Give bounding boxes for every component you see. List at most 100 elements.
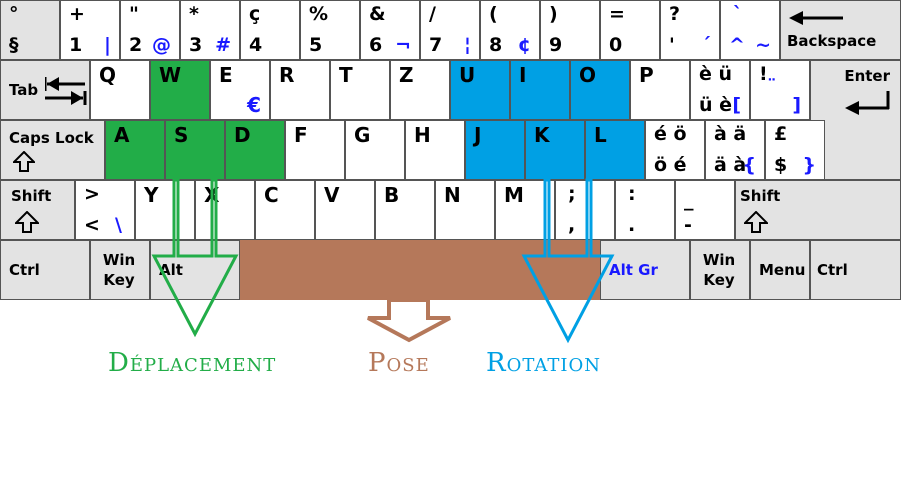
key-symbol-top: * — [189, 3, 199, 25]
key-tab[interactable]: Tab — [0, 60, 90, 120]
key-angle-brackets[interactable]: > < \ — [75, 180, 135, 240]
key-g[interactable]: G — [345, 120, 405, 180]
key-exclamation[interactable]: ! ¨ ] — [750, 60, 810, 120]
key-m[interactable]: M — [495, 180, 555, 240]
backspace-arrow-icon — [789, 11, 843, 25]
ctrl-left-label: Ctrl — [9, 261, 40, 279]
key-i[interactable]: I — [510, 60, 570, 120]
key-enter[interactable]: Enter — [810, 60, 901, 180]
key-symbol-altgr: ´ — [701, 34, 712, 56]
key-x[interactable]: X — [195, 180, 255, 240]
key-letter: W — [159, 63, 182, 87]
key-r[interactable]: R — [270, 60, 330, 120]
key-apostrophe[interactable]: ? ' ´ — [660, 0, 720, 60]
key-semicolon[interactable]: ; , — [555, 180, 615, 240]
tab-label: Tab — [9, 81, 39, 99]
enter-arrow-icon — [845, 91, 890, 115]
key-a-grave[interactable]: à ä ä à { — [705, 120, 765, 180]
key-symbol-bottom: 7 — [429, 34, 443, 56]
key-shift-left[interactable]: Shift — [0, 180, 75, 240]
key-win-right[interactable]: Win Key — [690, 240, 750, 300]
key-symbol-altgr: # — [215, 34, 231, 56]
key-s[interactable]: S — [165, 120, 225, 180]
key-menu[interactable]: Menu — [750, 240, 810, 300]
key-backspace[interactable]: Backspace — [780, 0, 901, 60]
key-u[interactable]: U — [450, 60, 510, 120]
key-p[interactable]: P — [630, 60, 690, 120]
key-d[interactable]: D — [225, 120, 285, 180]
key-letter: S — [174, 123, 189, 147]
key-c[interactable]: C — [255, 180, 315, 240]
key-q[interactable]: Q — [90, 60, 150, 120]
key-t[interactable]: T — [330, 60, 390, 120]
key-ctrl-left[interactable]: Ctrl — [0, 240, 90, 300]
key-3[interactable]: * 3 # — [180, 0, 240, 60]
ctrl-right-label: Ctrl — [817, 261, 848, 279]
key-alt[interactable]: Alt — [150, 240, 240, 300]
key-5[interactable]: % 5 — [300, 0, 360, 60]
key-letter: A — [114, 123, 130, 147]
key-section[interactable]: ° § — [0, 0, 60, 60]
alt-gr-label: Alt Gr — [609, 261, 658, 279]
key-1[interactable]: + 1 | — [60, 0, 120, 60]
key-l[interactable]: L — [585, 120, 645, 180]
key-colon[interactable]: : . — [615, 180, 675, 240]
key-letter: R — [279, 63, 295, 87]
key-ctrl-right[interactable]: Ctrl — [810, 240, 901, 300]
key-symbol-altgr: ¢ — [517, 34, 531, 56]
key-win-left[interactable]: Win Key — [90, 240, 150, 300]
key-caps-lock[interactable]: Caps Lock — [0, 120, 105, 180]
key-caret[interactable]: ` ^ ~ — [720, 0, 780, 60]
key-9[interactable]: ) 9 — [540, 0, 600, 60]
key-y[interactable]: Y — [135, 180, 195, 240]
key-v[interactable]: V — [315, 180, 375, 240]
key-o[interactable]: O — [570, 60, 630, 120]
key-2[interactable]: " 2 @ — [120, 0, 180, 60]
key-alt-gr[interactable]: Alt Gr — [600, 240, 690, 300]
key-pound[interactable]: £ $ } — [765, 120, 825, 180]
key-b[interactable]: B — [375, 180, 435, 240]
key-e-grave[interactable]: è ü ü è [ — [690, 60, 750, 120]
key-z[interactable]: Z — [390, 60, 450, 120]
key-symbol-altgr: ] — [792, 94, 801, 116]
key-letter: N — [444, 183, 461, 207]
key-symbol-altgr: ~ — [755, 34, 771, 56]
key-symbol-top: é ö — [654, 123, 687, 145]
key-symbol-bottom: ä à — [714, 154, 747, 176]
key-symbol-bottom: ö é — [654, 154, 687, 176]
key-space[interactable] — [240, 240, 600, 300]
key-shift-right[interactable]: Shift — [735, 180, 901, 240]
key-symbol-altgr: { — [742, 154, 756, 176]
key-f[interactable]: F — [285, 120, 345, 180]
key-6[interactable]: & 6 ¬ — [360, 0, 420, 60]
key-letter: T — [339, 63, 353, 87]
key-symbol-bottom: 5 — [309, 34, 323, 56]
key-symbol-top: = — [609, 3, 625, 25]
key-symbol-top: " — [129, 3, 139, 25]
key-a[interactable]: A — [105, 120, 165, 180]
keyboard: ° § + 1 | " 2 @ * 3 # ç 4 % 5 & 6 ¬ / 7 … — [0, 0, 901, 300]
key-letter: X — [204, 183, 220, 207]
key-k[interactable]: K — [525, 120, 585, 180]
key-symbol-bottom: 0 — [609, 34, 623, 56]
tab-arrows-icon — [45, 77, 87, 105]
key-e-acute[interactable]: é ö ö é — [645, 120, 705, 180]
key-0[interactable]: = 0 — [600, 0, 660, 60]
key-minus[interactable]: _ - — [675, 180, 735, 240]
key-j[interactable]: J — [465, 120, 525, 180]
key-n[interactable]: N — [435, 180, 495, 240]
key-e[interactable]: E € — [210, 60, 270, 120]
key-symbol-altgr: € — [247, 93, 261, 117]
key-symbol-bottom: 3 — [189, 34, 203, 56]
key-letter: E — [219, 63, 233, 87]
key-symbol-top: _ — [684, 189, 694, 211]
key-4[interactable]: ç 4 — [240, 0, 300, 60]
key-h[interactable]: H — [405, 120, 465, 180]
key-w[interactable]: W — [150, 60, 210, 120]
key-symbol-bottom: ' — [669, 34, 675, 56]
key-7[interactable]: / 7 ¦ — [420, 0, 480, 60]
caps-lock-label: Caps Lock — [9, 129, 94, 147]
key-8[interactable]: ( 8 ¢ — [480, 0, 540, 60]
key-symbol-altgr: } — [802, 154, 816, 176]
menu-label: Menu — [759, 261, 806, 279]
